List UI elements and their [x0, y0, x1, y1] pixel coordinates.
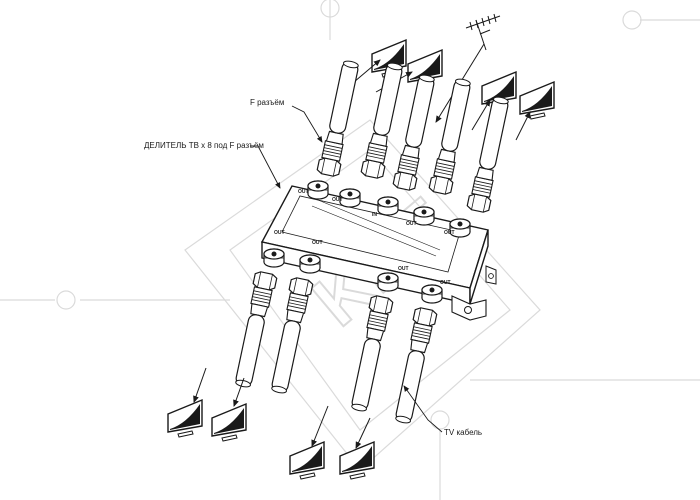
port-out [421, 284, 443, 304]
tv-icon [167, 399, 203, 438]
port-out [413, 206, 435, 226]
label-splitter-text: ДЕЛИТЕЛЬ ТВ х 8 под F разъём [144, 141, 264, 150]
label-cable-text: TV кабель [444, 428, 482, 437]
tv-icon [211, 403, 247, 442]
label-connector-text: F разъём [250, 98, 284, 107]
label-connector: F разъём [250, 98, 323, 143]
antenna-icon [435, 13, 501, 123]
port-out [263, 248, 285, 268]
port-mark-out: OUT [444, 230, 455, 236]
port-mark-out: OUT [332, 197, 343, 203]
port-mark-out: OUT [440, 280, 451, 286]
tv-icon [339, 441, 375, 480]
port-mark-out: OUT [298, 189, 309, 195]
port-out [377, 272, 399, 292]
signal-arrows-bottom [193, 367, 371, 449]
port-mark-in: IN [372, 212, 377, 218]
port-mark-out: OUT [274, 230, 285, 236]
port-mark-out: OUT [312, 240, 323, 246]
port-mark-out: OUT [406, 221, 417, 227]
port-out [299, 254, 321, 274]
label-splitter: ДЕЛИТЕЛЬ ТВ х 8 под F разъём [144, 141, 281, 189]
port-out [307, 180, 329, 200]
port-in [377, 196, 399, 216]
tv-icon [289, 441, 325, 480]
port-mark-out: OUT [398, 266, 409, 272]
tv-icon [519, 81, 555, 120]
label-cable: TV кабель [403, 385, 482, 437]
port-out [339, 188, 361, 208]
